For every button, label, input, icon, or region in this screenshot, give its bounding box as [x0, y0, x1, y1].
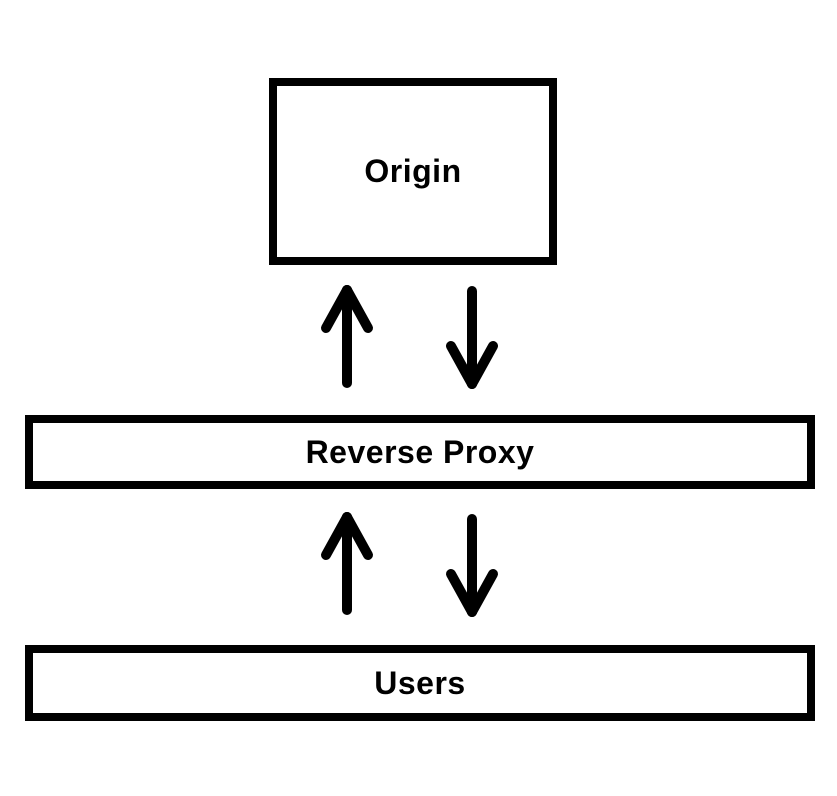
node-reverse-proxy-label: Reverse Proxy	[305, 433, 535, 470]
arrow-down-icon	[446, 514, 498, 617]
node-origin: Origin	[269, 78, 557, 265]
node-origin-label: Origin	[364, 153, 462, 189]
node-users-label: Users	[374, 664, 466, 701]
arrow-up-icon	[321, 285, 373, 388]
node-reverse-proxy: Reverse Proxy	[25, 415, 815, 489]
node-users: Users	[25, 645, 815, 721]
arrow-down-icon	[446, 286, 498, 389]
arrow-up-icon	[321, 512, 373, 615]
